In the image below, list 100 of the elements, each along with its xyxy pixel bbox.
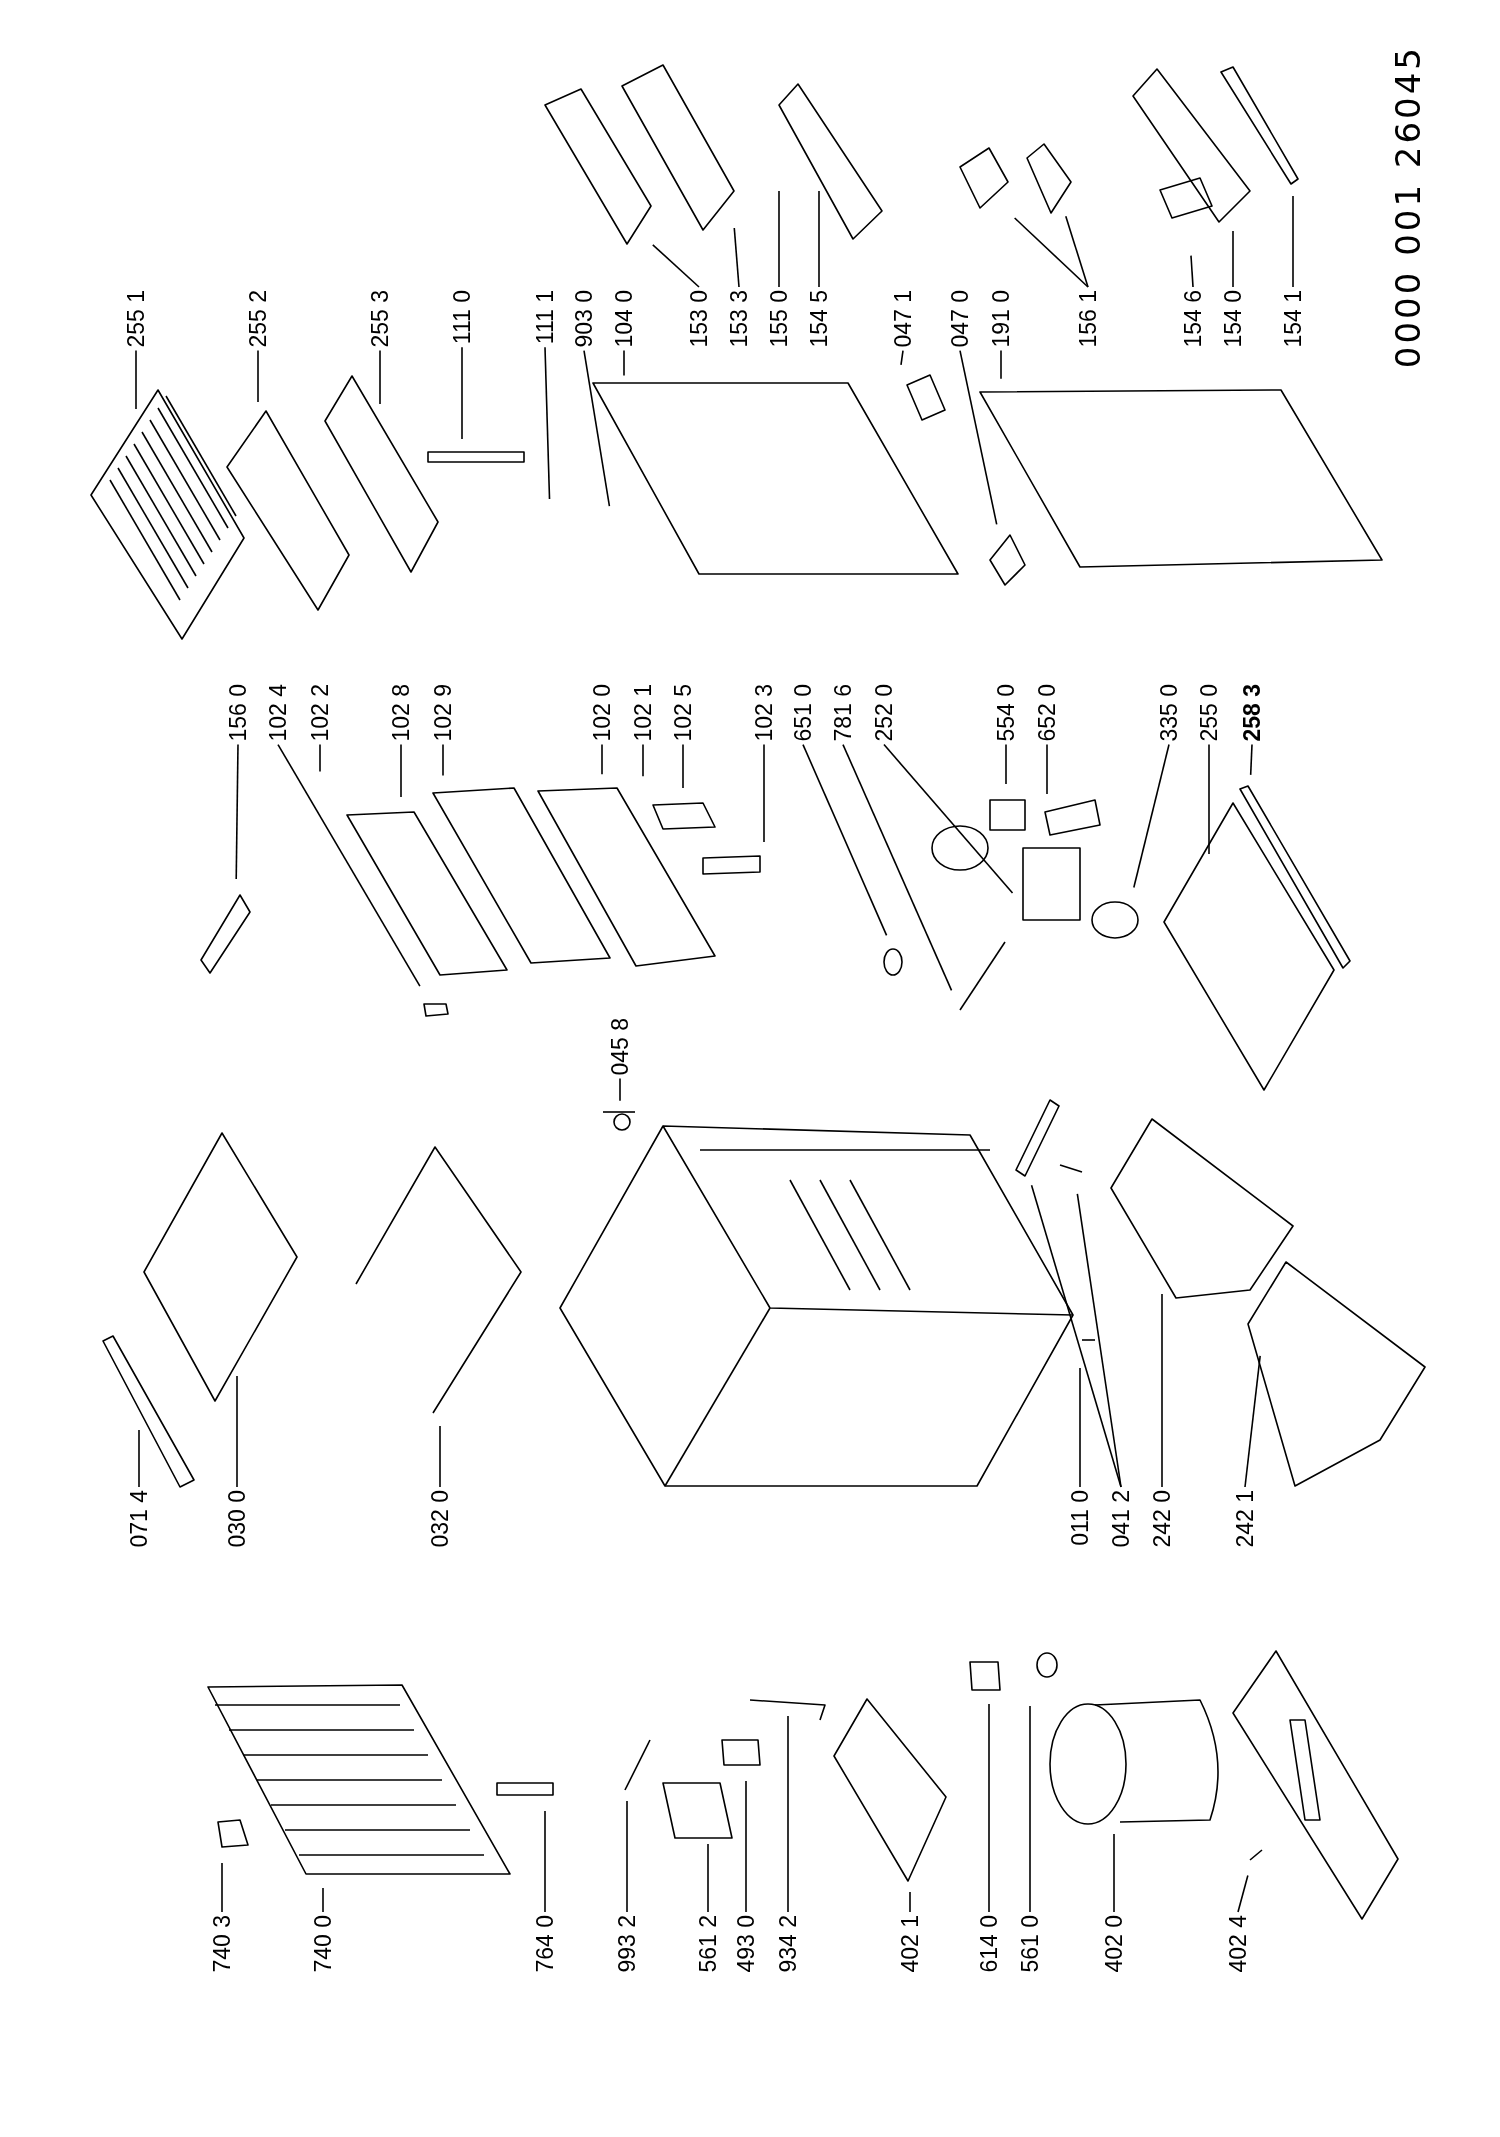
callout-number: 154 5	[806, 290, 832, 348]
leader-line	[1076, 1193, 1122, 1488]
leader-line	[277, 743, 421, 987]
callout-number: 903 0	[571, 290, 597, 348]
leader-line	[778, 190, 780, 288]
leader-line	[818, 190, 820, 288]
leader-line	[319, 743, 321, 773]
leader-line	[400, 743, 402, 798]
leader-line	[1005, 743, 1007, 785]
leader-line	[619, 1077, 621, 1102]
callout-number: 111 0	[449, 290, 475, 345]
leader-line	[652, 244, 700, 288]
callout-number: 071 4	[126, 1490, 152, 1548]
leader-line	[1190, 254, 1194, 288]
leader-line	[1208, 743, 1210, 855]
callout-number: 402 1	[897, 1915, 923, 1973]
callout-number: 102 0	[589, 684, 615, 742]
leader-line	[322, 1887, 324, 1913]
leader-line	[1113, 1833, 1115, 1913]
leader-line	[135, 349, 137, 410]
leader-line	[1079, 1367, 1081, 1488]
callout-number: 255 3	[367, 290, 393, 348]
leader-line	[909, 1891, 911, 1913]
callout-number: 102 4	[265, 684, 291, 742]
leader-line	[682, 743, 684, 789]
callout-number: 740 0	[310, 1915, 336, 1973]
callout-number: 934 2	[775, 1915, 801, 1973]
callout-number: 255 1	[123, 290, 149, 348]
leader-line	[1013, 217, 1089, 288]
leader-line	[623, 349, 625, 377]
callout-number: 764 0	[532, 1915, 558, 1973]
callout-number: 255 2	[245, 290, 271, 348]
callout-number: 102 1	[630, 684, 656, 742]
leader-line	[1029, 1705, 1031, 1913]
leader-line	[1232, 230, 1234, 288]
leader-line	[626, 1800, 628, 1913]
callout-number: 561 2	[695, 1915, 721, 1973]
leader-line	[544, 346, 551, 500]
leader-line	[461, 346, 463, 440]
leader-line	[1065, 215, 1089, 288]
leader-line	[583, 349, 611, 507]
leader-line	[601, 743, 603, 775]
callout-number: 154 1	[1280, 290, 1306, 348]
leader-line	[988, 1703, 990, 1913]
leader-line	[1046, 743, 1048, 795]
callout-number: 153 3	[726, 290, 752, 348]
leader-line	[235, 743, 239, 880]
leader-line	[733, 227, 740, 288]
callout-number: 335 0	[1156, 684, 1182, 742]
leader-line	[257, 349, 259, 403]
leader-line	[707, 1843, 709, 1913]
callout-number: 154 0	[1220, 290, 1246, 348]
callout-number: 242 1	[1232, 1490, 1258, 1548]
leader-line	[802, 743, 888, 937]
callout-number: 652 0	[1034, 684, 1060, 742]
leader-line	[544, 1810, 546, 1913]
callout-number: 104 0	[611, 290, 637, 348]
callout-number: 554 0	[993, 684, 1019, 742]
callout-number: 102 3	[751, 684, 777, 742]
callout-number: 102 9	[430, 684, 456, 742]
leader-line	[221, 1862, 223, 1913]
leader-line	[787, 1715, 789, 1913]
callout-number: 011 0	[1067, 1490, 1093, 1546]
callout-number: 614 0	[976, 1915, 1002, 1973]
leader-line	[379, 349, 381, 405]
callout-number: 030 0	[224, 1490, 250, 1548]
callout-number: 045 8	[607, 1018, 633, 1076]
callout-number: 156 0	[225, 684, 251, 742]
callout-number: 255 0	[1196, 684, 1222, 742]
callout-number: 047 0	[947, 290, 973, 348]
leader-line	[1292, 195, 1294, 288]
callout-number: 252 0	[871, 684, 897, 742]
callout-number: 493 0	[733, 1915, 759, 1973]
callout-number: 740 3	[209, 1915, 235, 1973]
callout-number: 561 0	[1017, 1915, 1043, 1973]
callout-number: 258 3	[1239, 684, 1265, 742]
leader-line	[959, 349, 998, 526]
callout-number: 156 1	[1075, 290, 1101, 348]
leader-line	[900, 349, 904, 366]
callout-number: 242 0	[1149, 1490, 1175, 1548]
leader-line	[842, 743, 953, 992]
leader-line	[745, 1780, 747, 1913]
callout-number: 041 2	[1108, 1490, 1134, 1548]
leader-line	[1030, 1184, 1122, 1488]
leader-line	[1133, 743, 1170, 889]
callout-number: 402 0	[1101, 1915, 1127, 1973]
leader-line	[236, 1375, 238, 1488]
drawing-number: 0000 001 26045	[1389, 45, 1427, 369]
leader-line	[1237, 1874, 1249, 1913]
leader-line	[1161, 1293, 1163, 1488]
callout-number: 102 2	[307, 684, 333, 742]
callout-number: 102 8	[388, 684, 414, 742]
callout-number: 153 0	[686, 290, 712, 348]
callout-number: 191 0	[988, 290, 1014, 348]
callout-number: 154 6	[1180, 290, 1206, 348]
leader-line	[439, 1425, 441, 1488]
leader-line	[1000, 349, 1002, 380]
callout-number: 111 1	[532, 290, 558, 345]
callout-number: 781 6	[830, 684, 856, 742]
leader-line	[642, 743, 644, 777]
